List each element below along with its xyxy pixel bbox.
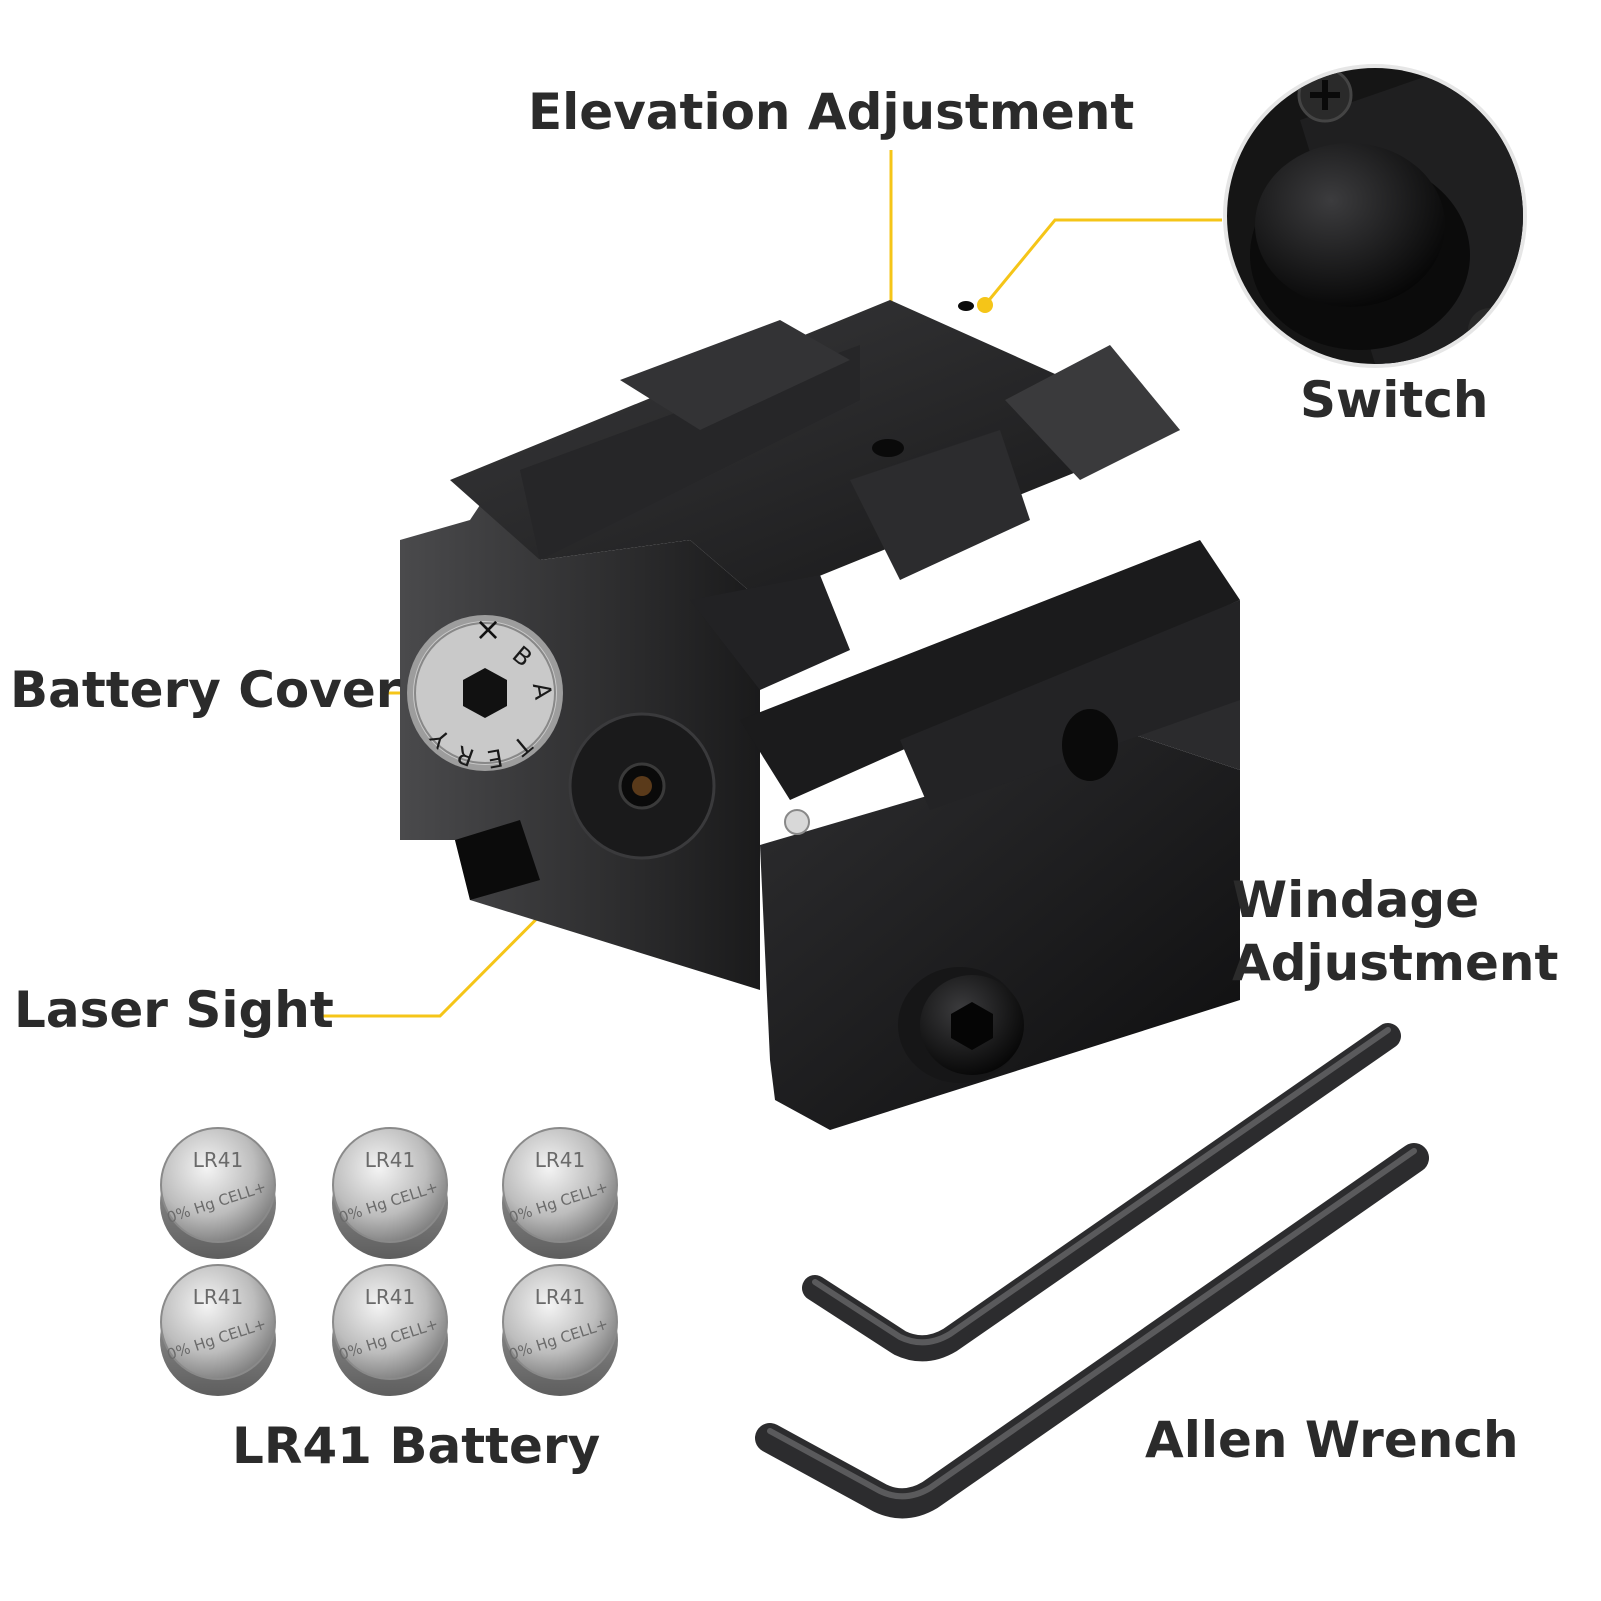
label-windage-line1: Windage bbox=[1232, 871, 1480, 929]
battery-cover-letter: A bbox=[527, 680, 558, 702]
battery-cover-letter: E bbox=[485, 743, 505, 773]
label-battery-cover: Battery Cover bbox=[10, 661, 401, 719]
label-allen-wrench: Allen Wrench bbox=[1145, 1411, 1519, 1469]
label-windage-line2: Adjustment bbox=[1232, 934, 1559, 992]
coin-cell-model-text: LR41 bbox=[535, 1285, 586, 1309]
label-lr41-battery: LR41 Battery bbox=[232, 1417, 601, 1475]
label-switch: Switch bbox=[1300, 371, 1489, 429]
laser-sight-body: × bbox=[400, 300, 1240, 1130]
coin-cell-model-text: LR41 bbox=[365, 1285, 416, 1309]
label-laser-sight: Laser Sight bbox=[14, 981, 334, 1039]
allen-wrench-graphics bbox=[755, 1023, 1429, 1519]
label-elevation-adjustment: Elevation Adjustment bbox=[528, 83, 1135, 141]
switch-closeup bbox=[1223, 64, 1527, 368]
coin-cell-model-text: LR41 bbox=[193, 1285, 244, 1309]
coin-cell-model-text: LR41 bbox=[535, 1148, 586, 1172]
coin-cell-model-text: LR41 bbox=[193, 1148, 244, 1172]
coin-cell-model-text: LR41 bbox=[365, 1148, 416, 1172]
svg-text:×: × bbox=[475, 610, 502, 648]
